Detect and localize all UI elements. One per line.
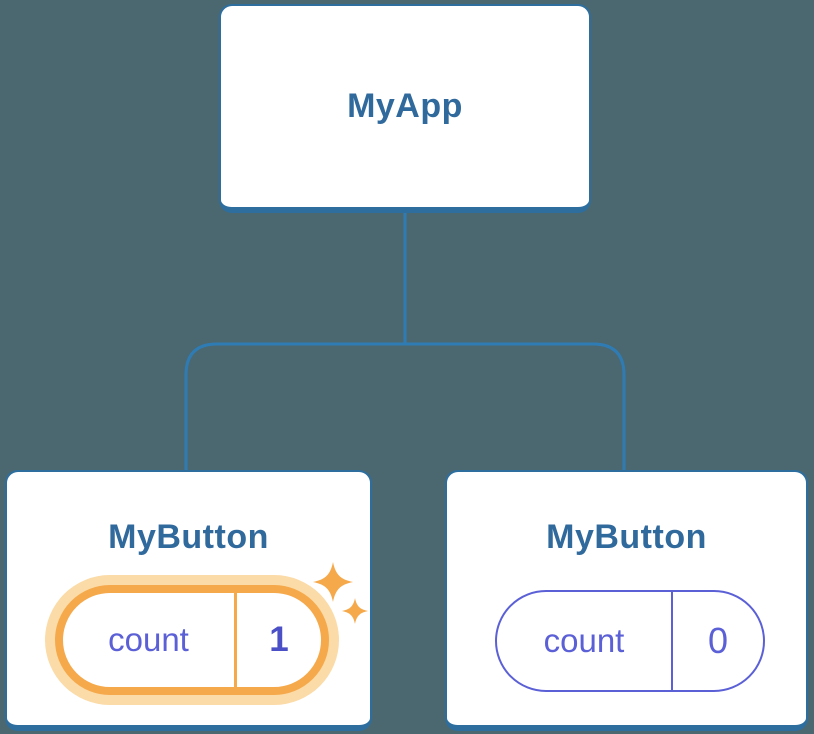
state-pill-divider xyxy=(234,593,237,687)
state-pill: count 0 xyxy=(495,590,765,692)
child-node-label: MyButton xyxy=(108,518,269,556)
child-node-mybutton-updated: MyButton count 1 xyxy=(5,470,372,731)
state-value: 1 xyxy=(269,620,289,659)
sparkle-icon xyxy=(342,598,368,624)
child-node-label: MyButton xyxy=(546,518,707,556)
root-node-label: MyApp xyxy=(347,87,463,125)
state-key-label: count xyxy=(108,621,189,658)
child-node-mybutton: MyButton count 0 xyxy=(445,470,808,731)
state-key-label: count xyxy=(543,622,625,659)
sparkle-icon xyxy=(313,562,353,602)
state-pill-divider xyxy=(671,592,673,690)
root-node-myapp: MyApp xyxy=(219,4,591,213)
state-value: 0 xyxy=(707,620,729,661)
state-pill-highlighted: count 1 xyxy=(55,585,329,695)
